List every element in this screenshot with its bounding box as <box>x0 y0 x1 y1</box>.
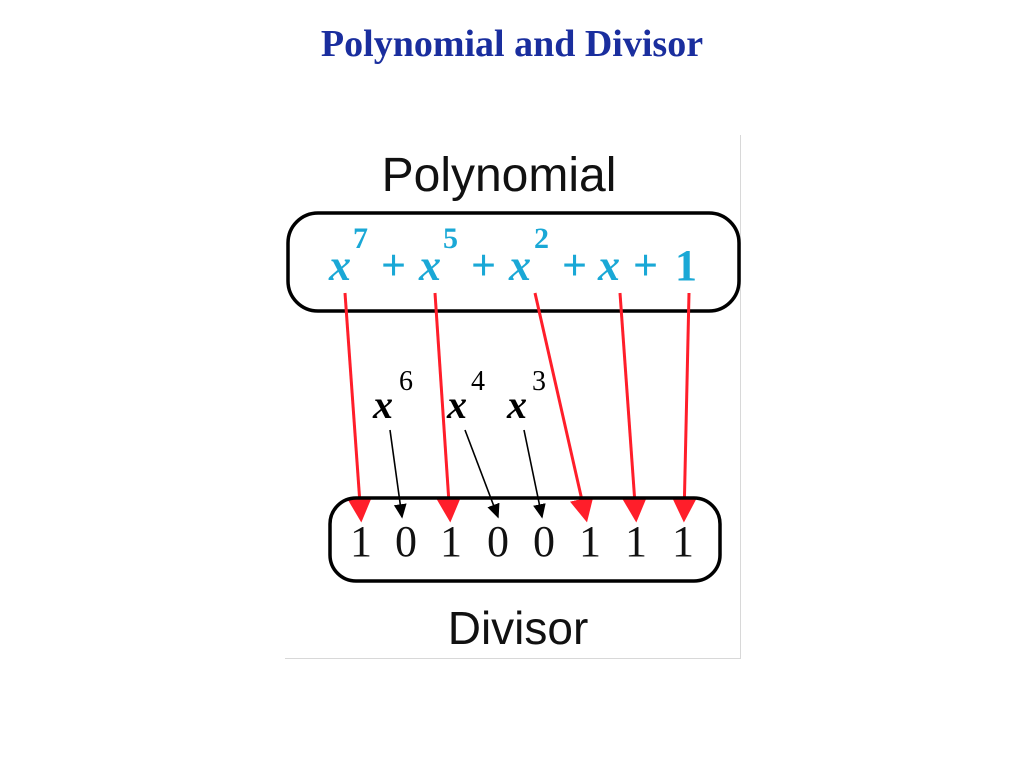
arrow-x7-to-bit <box>343 292 372 523</box>
arrow-x2-to-bit <box>533 292 594 523</box>
arrow-x6-to-bit <box>389 429 407 519</box>
divisor-bit: 0 <box>533 517 555 566</box>
divisor-bit: 0 <box>487 517 509 566</box>
red-arrows <box>343 292 697 523</box>
missing-x4-base: x <box>446 382 467 427</box>
black-arrows <box>389 429 546 519</box>
missing-terms: x 6 x 4 x 3 <box>372 366 546 427</box>
divisor-bits: 1 0 1 0 0 1 1 1 <box>350 517 694 566</box>
divisor-bit: 0 <box>395 517 417 566</box>
term-x2-exponent: 2 <box>534 222 549 255</box>
arrow-x5-to-bit <box>433 292 461 523</box>
arrow-x4-to-bit <box>464 429 500 519</box>
divisor-bit: 1 <box>625 517 647 566</box>
term-x7-base: x <box>328 241 351 290</box>
polynomial-expression: x 7 + x 5 + x 2 + x + 1 <box>328 222 697 290</box>
divisor-bit: 1 <box>440 517 462 566</box>
divisor-box <box>328 496 722 583</box>
term-x2-base: x <box>508 241 531 290</box>
polynomial-divisor-figure: Polynomial x 7 + x 5 + x 2 + x + 1 x 6 x… <box>285 135 741 659</box>
plus-sign-1: + <box>381 241 406 290</box>
page-title: Polynomial and Divisor <box>320 23 704 65</box>
plus-sign-4: + <box>633 241 658 290</box>
missing-x3-base: x <box>506 382 527 427</box>
divisor-bit: 1 <box>350 517 372 566</box>
divisor-bit: 1 <box>672 517 694 566</box>
missing-x3-exponent: 3 <box>532 366 546 397</box>
divisor-bit: 1 <box>579 517 601 566</box>
term-x5-exponent: 5 <box>443 222 458 255</box>
diagram-svg: Polynomial x 7 + x 5 + x 2 + x + 1 x 6 x… <box>286 149 741 654</box>
arrow-const-to-bit <box>672 292 697 523</box>
term-x5-base: x <box>418 241 441 290</box>
term-constant: 1 <box>675 241 697 290</box>
arrow-x3-to-bit <box>523 429 546 519</box>
missing-x6-base: x <box>372 382 393 427</box>
term-x-base: x <box>597 241 620 290</box>
arrow-x-to-bit <box>618 292 647 523</box>
polynomial-label: Polynomial <box>382 149 617 202</box>
plus-sign-3: + <box>562 241 587 290</box>
plus-sign-2: + <box>471 241 496 290</box>
missing-x4-exponent: 4 <box>471 366 485 397</box>
term-x7-exponent: 7 <box>353 222 368 255</box>
divisor-label: Divisor <box>448 602 589 654</box>
missing-x6-exponent: 6 <box>399 366 413 397</box>
polynomial-box <box>286 211 741 313</box>
